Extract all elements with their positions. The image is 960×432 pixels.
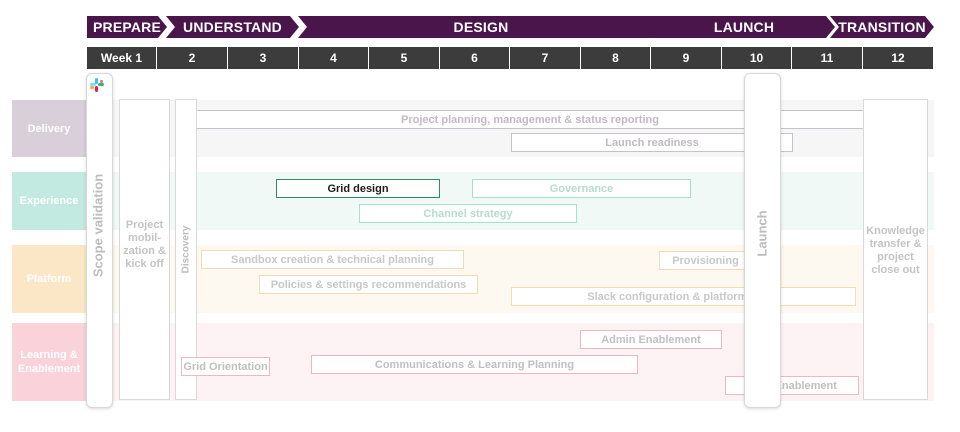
scope-validation-pill xyxy=(86,73,113,408)
knowledge-transfer-label: Knowledge transfer & project close out xyxy=(866,225,925,276)
launch-pill xyxy=(744,73,781,408)
bar-launch-readiness: Launch readiness xyxy=(511,133,793,152)
kickoff-label: Project mobil-zation & kick off xyxy=(123,219,166,270)
bar-governance: Governance xyxy=(472,179,691,198)
scope-validation-label: Scope validation xyxy=(90,173,106,278)
week-8: 8 xyxy=(581,47,651,69)
discovery-card xyxy=(175,99,197,400)
slack-logo-icon xyxy=(90,78,104,92)
week-9: 9 xyxy=(651,47,722,69)
week-10: 10 xyxy=(722,47,792,69)
bar-grid-orientation: Grid Orientation xyxy=(181,357,270,376)
week-6: 6 xyxy=(440,47,510,69)
row-label-experience: Experience xyxy=(12,172,86,230)
phase-understand: UNDERSTAND xyxy=(166,16,299,38)
bar-channel-strategy: Channel strategy xyxy=(359,204,577,223)
bar-project-planning: Project planning, management & status re… xyxy=(197,110,863,129)
week-4: 4 xyxy=(299,47,369,69)
week-11: 11 xyxy=(792,47,863,69)
bar-grid-design: Grid design xyxy=(276,179,440,198)
row-label-platform: Platform xyxy=(12,245,86,313)
bar-policies-settings: Policies & settings recommendations xyxy=(259,275,478,294)
phase-design: DESIGN xyxy=(298,16,664,38)
launch-label: Launch xyxy=(754,210,770,257)
week-5: 5 xyxy=(369,47,440,69)
phase-prepare: PREPARE xyxy=(87,16,167,38)
week-7: 7 xyxy=(510,47,581,69)
kickoff-card xyxy=(119,99,170,400)
phase-transition: TRANSITION xyxy=(830,16,934,38)
bar-admin-enablement: Admin Enablement xyxy=(580,330,722,349)
bar-communications-learning: Communications & Learning Planning xyxy=(311,355,638,374)
bar-provisioning: Provisioning xyxy=(659,251,752,270)
week-3: 3 xyxy=(228,47,299,69)
row-label-delivery: Delivery xyxy=(12,100,86,157)
knowledge-transfer-card xyxy=(863,99,928,400)
row-label-learning: Learning & Enablement xyxy=(12,323,86,401)
bar-slack-configuration: Slack configuration & platform setup xyxy=(511,287,856,306)
week-1: Week 1 xyxy=(87,47,157,69)
week-2: 2 xyxy=(157,47,228,69)
discovery-label: Discovery xyxy=(180,225,192,274)
phase-launch: LAUNCH xyxy=(653,16,835,38)
week-12: 12 xyxy=(863,47,934,69)
bar-sandbox-creation: Sandbox creation & technical planning xyxy=(201,250,464,269)
